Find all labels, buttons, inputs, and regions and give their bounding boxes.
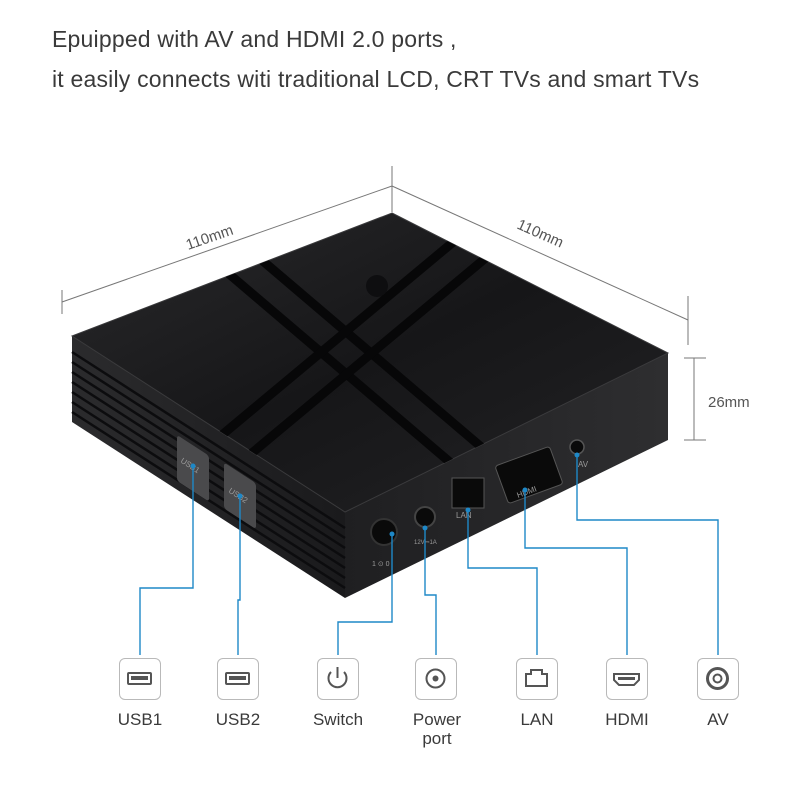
tv-box: USB1 USB2 1 ⊙ 0 12V⎓1A LAN HDMI AV xyxy=(70,212,670,598)
callout-usb2 xyxy=(237,496,241,655)
port-label-hdmi: HDMI xyxy=(605,710,649,729)
usb-port-icon xyxy=(225,672,250,685)
headline-line-1: Epuipped with AV and HDMI 2.0 ports , xyxy=(52,26,457,52)
usb-port-icon xyxy=(127,672,152,685)
port-label-power: Power port xyxy=(412,710,462,748)
ir-window xyxy=(366,275,388,297)
top-x-pattern xyxy=(177,224,523,502)
usb1-icon-box xyxy=(119,658,161,700)
height-label: 26mm xyxy=(708,394,750,411)
lan-jack xyxy=(451,477,485,509)
dimension-lines xyxy=(61,166,706,441)
power-switch-icon xyxy=(327,667,348,689)
callout-power xyxy=(424,528,437,655)
hdmi-jack xyxy=(495,446,563,504)
hdmi-icon-box xyxy=(606,658,648,700)
lan-port-icon xyxy=(525,669,548,687)
callout-av xyxy=(576,455,719,655)
lan-marking: LAN xyxy=(456,511,472,520)
callout-switch xyxy=(337,534,393,655)
port-label-usb2: USB2 xyxy=(215,710,261,729)
power-port-icon-box xyxy=(415,658,457,700)
width-label: 110mm xyxy=(184,222,236,254)
port-label-switch: Switch xyxy=(312,710,364,729)
switch-icon-box xyxy=(317,658,359,700)
callout-hdmi xyxy=(524,490,628,655)
port-label-usb1: USB1 xyxy=(117,710,163,729)
dc-jack-icon xyxy=(425,668,446,689)
depth-label: 110mm xyxy=(514,216,566,251)
port-label-av: AV xyxy=(707,710,729,729)
av-marking: AV xyxy=(578,460,589,469)
callout-lan xyxy=(467,510,538,655)
callout-usb1 xyxy=(139,466,194,655)
switch-knob xyxy=(370,518,398,546)
callout-lines xyxy=(139,455,719,655)
av-jack-icon xyxy=(706,667,729,690)
tv-box-top xyxy=(70,212,670,513)
callout-dots xyxy=(190,452,580,537)
headline-line-2: it easily connects witi traditional LCD,… xyxy=(52,66,700,92)
port-label-lan: LAN xyxy=(520,710,554,729)
lan-icon-box xyxy=(516,658,558,700)
usb2-icon-box xyxy=(217,658,259,700)
hdmi-port-icon xyxy=(613,673,640,686)
av-jack xyxy=(569,439,585,455)
switch-marking: 1 ⊙ 0 xyxy=(372,561,390,568)
dc-jack xyxy=(414,506,436,528)
av-icon-box xyxy=(697,658,739,700)
